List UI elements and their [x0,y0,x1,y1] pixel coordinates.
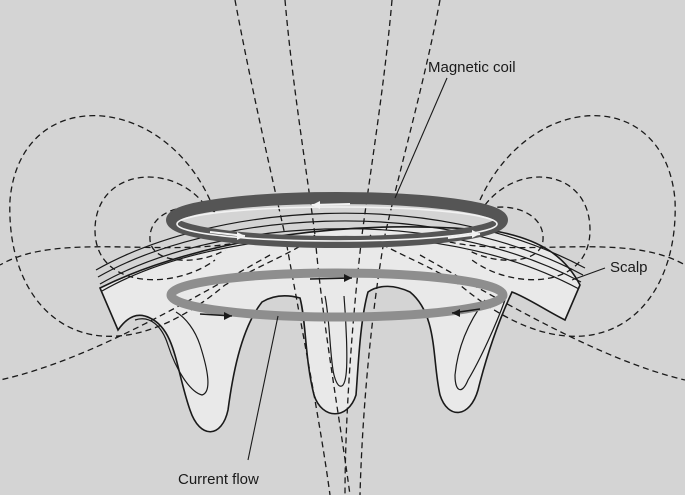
sulcus-middle [324,295,348,387]
coil-label: Magnetic coil [428,59,516,76]
current-leader-line [247,315,279,461]
scalp-leader-line [571,267,606,281]
induced-current-loop [166,268,508,322]
scalp-layer-1 [95,212,586,271]
sulcus-right [454,299,506,391]
scalp-layer-2 [97,220,584,278]
sulcus-left [134,311,209,396]
scalp-label: Scalp [610,259,648,276]
magnetic-coil [166,192,508,248]
scalp-layer-3 [99,228,582,285]
coil-leader-line [394,77,448,199]
current-flow-label: Current flow [178,471,259,488]
